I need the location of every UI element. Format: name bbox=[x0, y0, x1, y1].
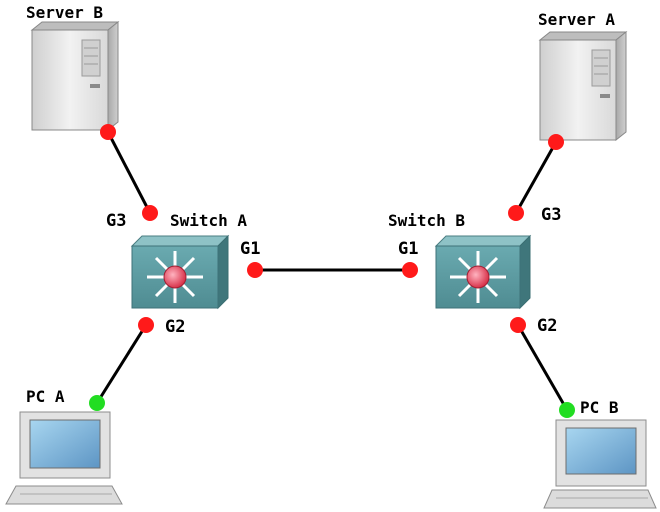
switch-b-g3-label: G3 bbox=[541, 205, 561, 225]
switch-a-label: Switch A bbox=[170, 211, 247, 230]
link-switchb-pcb bbox=[516, 324, 569, 411]
switch-b-icon[interactable] bbox=[434, 234, 532, 310]
server-a-label: Server A bbox=[538, 10, 615, 29]
server-a-port-dot bbox=[548, 134, 564, 150]
pc-b-label: PC B bbox=[580, 398, 619, 417]
pc-a-label: PC A bbox=[26, 387, 65, 406]
port-dots bbox=[89, 124, 575, 418]
pc-a-port-dot bbox=[89, 395, 105, 411]
switch-a-g3-label: G3 bbox=[106, 211, 126, 231]
switch-b-label: Switch B bbox=[388, 211, 465, 230]
link-serverb-switcha bbox=[106, 131, 152, 214]
switch-b-g3-port-dot bbox=[508, 205, 524, 221]
switch-a-g1-label: G1 bbox=[240, 239, 260, 259]
switch-a-icon[interactable] bbox=[130, 234, 230, 310]
links bbox=[95, 131, 569, 411]
switch-a-g3-port-dot bbox=[142, 205, 158, 221]
switch-a-g2-port-dot bbox=[138, 317, 154, 333]
switch-b-g2-port-dot bbox=[510, 317, 526, 333]
switch-b-g1-port-dot bbox=[402, 262, 418, 278]
switch-a-g1-port-dot bbox=[247, 262, 263, 278]
switch-b-g2-label: G2 bbox=[537, 316, 557, 336]
link-servera-switchb bbox=[514, 141, 558, 214]
server-b-port-dot bbox=[100, 124, 116, 140]
server-a-icon[interactable] bbox=[538, 30, 628, 142]
server-b-label: Server B bbox=[26, 3, 103, 22]
switch-a-g2-label: G2 bbox=[165, 317, 185, 337]
server-b-icon[interactable] bbox=[30, 20, 120, 132]
switch-b-g1-label: G1 bbox=[398, 239, 418, 259]
pc-a-icon[interactable] bbox=[5, 411, 123, 505]
link-switcha-pca bbox=[95, 324, 148, 404]
pc-b-icon[interactable] bbox=[543, 419, 657, 509]
pc-b-port-dot bbox=[559, 402, 575, 418]
